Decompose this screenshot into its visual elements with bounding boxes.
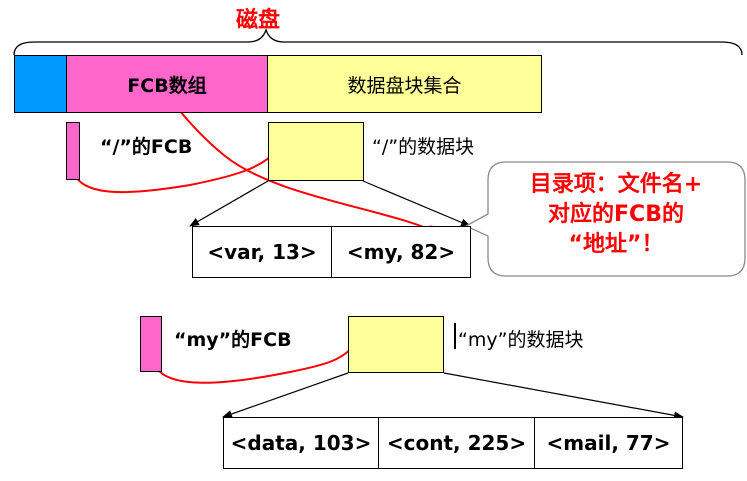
root-data-block — [268, 122, 364, 181]
data-blocks-label: 数据盘块集合 — [347, 74, 462, 97]
root-fcb-block — [66, 122, 80, 180]
text-cursor-mark — [454, 323, 456, 349]
root-entry-var: <var, 13> — [192, 226, 332, 278]
callout-text: 目录项：文件名+ 对应的FCB的 “地址”！ — [490, 170, 742, 260]
root-block-expand-right — [362, 180, 471, 227]
root-fcb-label: “/”的FCB — [100, 136, 193, 158]
my-fcb-label: “my”的FCB — [174, 329, 292, 351]
boot-block — [14, 55, 67, 113]
my-entry-mail: <mail, 77> — [534, 417, 683, 469]
callout-bubble-shape — [464, 161, 746, 277]
my-data-block — [348, 316, 444, 373]
my-block-expand-right — [443, 372, 684, 420]
disk-title: 磁盘 — [236, 8, 281, 33]
my-fcb-block — [140, 316, 162, 372]
callout-line-3: “地址”！ — [568, 232, 664, 257]
fcb-array-region: FCB数组 — [66, 55, 268, 113]
arrow-my-fcb-to-block — [153, 339, 359, 384]
data-blocks-region: 数据盘块集合 — [267, 55, 542, 113]
callout-line-2: 对应的FCB的 — [548, 202, 684, 227]
my-entry-cont: <cont, 225> — [378, 417, 535, 469]
disk-brace — [13, 27, 743, 56]
my-block-expand-left — [222, 372, 349, 418]
my-block-label: “my”的数据块 — [458, 329, 584, 351]
my-entry-data: <data, 103> — [223, 417, 379, 469]
root-block-label: “/”的数据块 — [372, 136, 475, 158]
fcb-array-label: FCB数组 — [127, 74, 207, 97]
arrow-root-fcb-to-block — [72, 148, 279, 194]
root-block-expand-left — [189, 180, 269, 227]
callout-line-1: 目录项：文件名+ — [529, 172, 703, 197]
root-entry-my: <my, 82> — [331, 226, 471, 278]
